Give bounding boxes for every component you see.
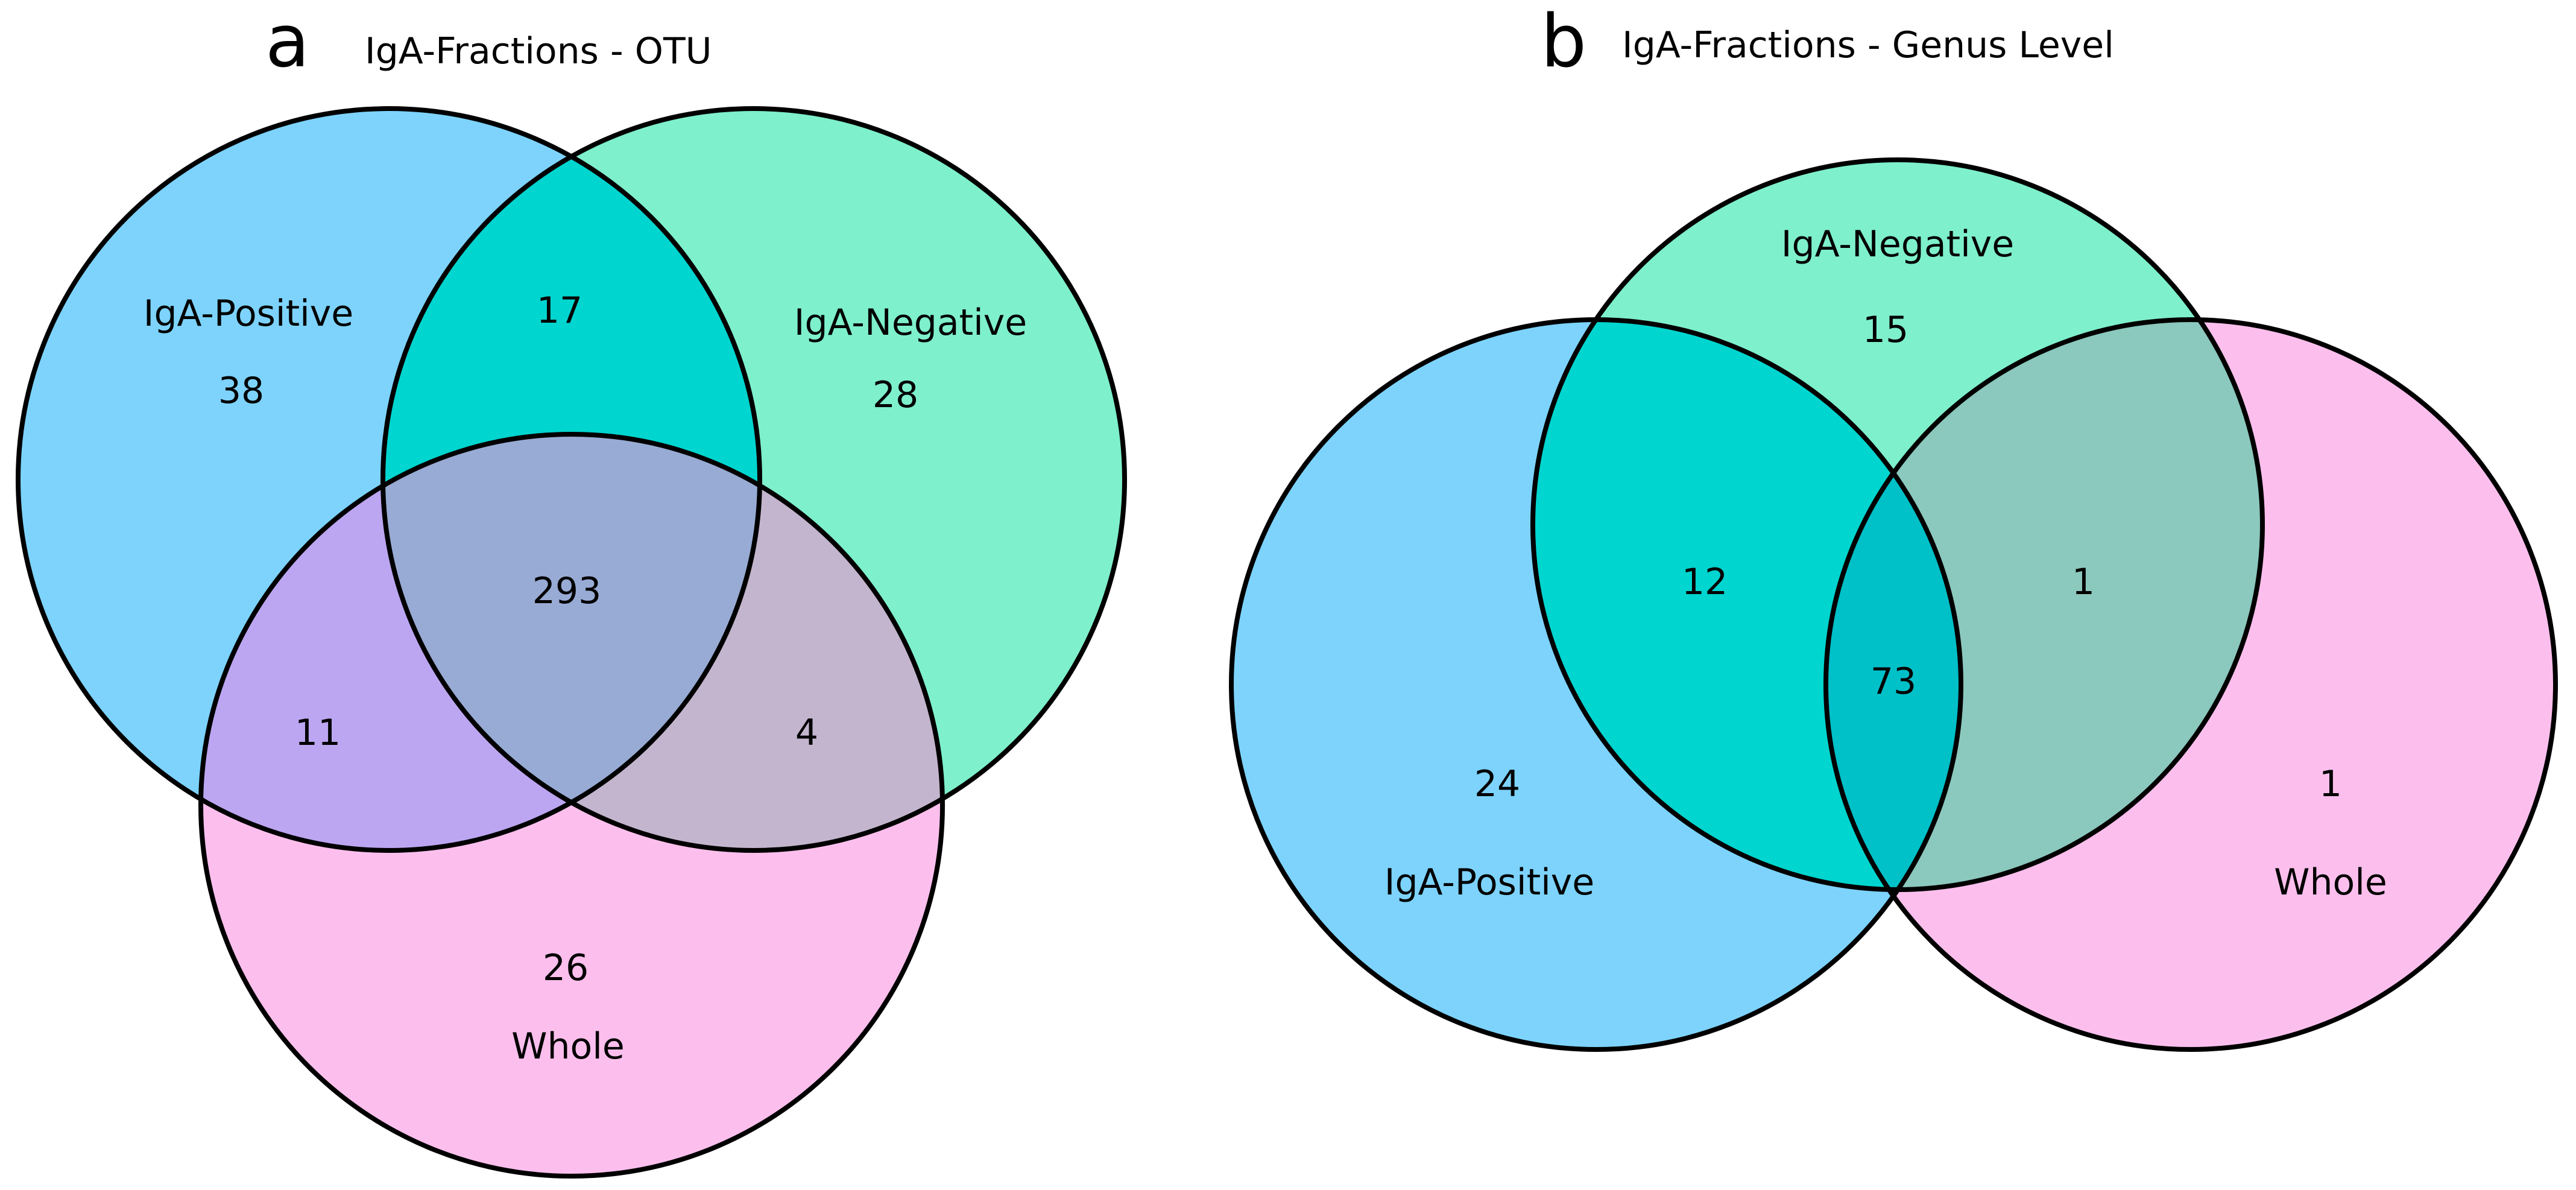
a-positive-label: IgA-Positive	[144, 293, 353, 335]
a-whole-outline	[198, 432, 945, 1179]
a-positive-only-count: 38	[218, 370, 264, 412]
panel-b-outlines	[1229, 157, 2558, 1052]
panel-a-regions	[18, 109, 1125, 1176]
b-whole-only-count: 1	[2319, 763, 2342, 805]
panel-a-letter: a	[265, 0, 310, 84]
panel-b-regions	[1231, 160, 2555, 1049]
a-negative-whole-count: 4	[795, 712, 818, 754]
a-whole-label: Whole	[511, 1025, 625, 1068]
b-positive-only-count: 24	[1474, 763, 1520, 805]
b-positive-negative-count: 12	[1682, 561, 1728, 603]
b-negative-whole-region	[1826, 320, 2262, 890]
a-all-three-count: 293	[532, 570, 602, 612]
b-whole-label: Whole	[2274, 861, 2387, 904]
a-negative-only-count: 28	[873, 374, 918, 416]
b-negative-label: IgA-Negative	[1781, 223, 2014, 265]
panel-a-outlines	[16, 106, 1127, 1179]
panel-a-title: IgA-Fractions - OTU	[365, 30, 712, 72]
a-whole-only-count: 26	[543, 947, 589, 989]
b-positive-negative-region	[1533, 320, 1961, 890]
b-positive-label: IgA-Positive	[1384, 861, 1594, 904]
panel-b: b IgA-Fractions - Genus Level IgA-Negati…	[1229, 0, 2558, 1052]
panel-b-title: IgA-Fractions - Genus Level	[1622, 24, 2114, 66]
a-positive-whole-count: 11	[295, 712, 341, 754]
b-all-three-count: 73	[1870, 660, 1916, 703]
a-negative-outline	[380, 106, 1127, 853]
a-positive-outline	[16, 106, 762, 853]
b-negative-whole-count: 1	[2072, 561, 2095, 603]
b-whole-outline	[1823, 317, 2558, 1052]
panel-a: a IgA-Fractions - OTU IgA-Positive 38 Ig…	[16, 0, 1127, 1179]
b-negative-only-count: 15	[1863, 309, 1908, 351]
a-positive-negative-count: 17	[537, 290, 582, 332]
b-negative-outline	[1530, 157, 2265, 892]
a-negative-label: IgA-Negative	[794, 302, 1027, 344]
panel-b-letter: b	[1541, 0, 1586, 84]
